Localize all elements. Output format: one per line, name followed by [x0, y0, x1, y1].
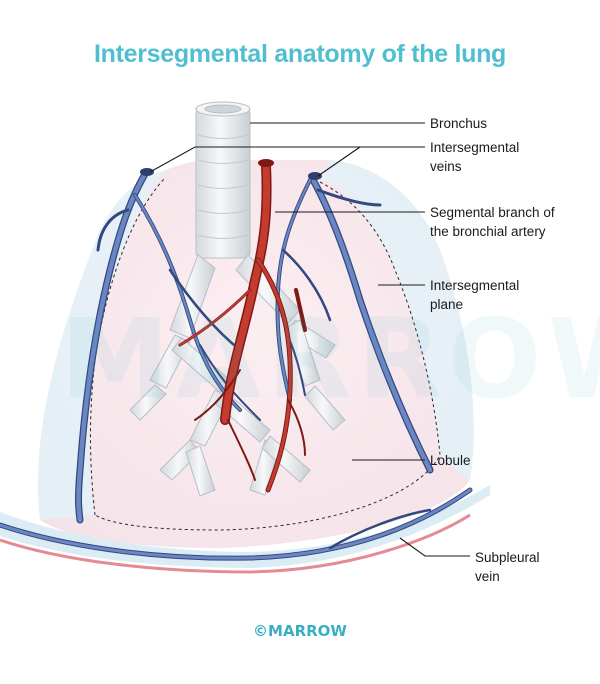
bronchus-rings: [197, 134, 249, 239]
leader-subpleural: [399, 537, 470, 557]
intersegmental-plane-right: [320, 160, 474, 480]
label-segmental-branch-line2: the bronchial artery: [430, 224, 546, 239]
label-intersegmental-veins-line1: Intersegmental: [430, 140, 520, 155]
label-intersegmental-veins-line2: veins: [430, 159, 462, 174]
label-segmental-branch-line1: Segmental branch of: [430, 205, 555, 220]
leader-veins-right: [317, 146, 361, 177]
intersegmental-boundary: [89, 177, 441, 531]
pleura-line: [0, 513, 471, 574]
intersegmental-plane-left: [38, 170, 165, 520]
label-subpleural-vein-line2: vein: [475, 569, 500, 584]
label-intersegmental-plane-line2: plane: [430, 297, 464, 312]
subpleural-vein: [0, 487, 473, 561]
brand-logo: ©MARROW: [253, 622, 347, 640]
label-lobule: Lobule: [430, 453, 471, 468]
intersegmental-vein-right: [275, 172, 434, 474]
subpleural-band: [0, 485, 490, 568]
label-subpleural-vein-line1: Subpleural: [475, 550, 540, 565]
lung-segment-tissue: [38, 160, 474, 548]
bronchial-artery: [178, 159, 307, 493]
diagram-title: Intersegmental anatomy of the lung: [93, 40, 507, 68]
label-bronchus: Bronchus: [430, 116, 488, 131]
leader-lines: [149, 122, 470, 557]
leader-veins-left: [149, 146, 425, 173]
label-intersegmental-plane-line1: Intersegmental: [430, 278, 520, 293]
bronchial-tree: [129, 101, 346, 497]
